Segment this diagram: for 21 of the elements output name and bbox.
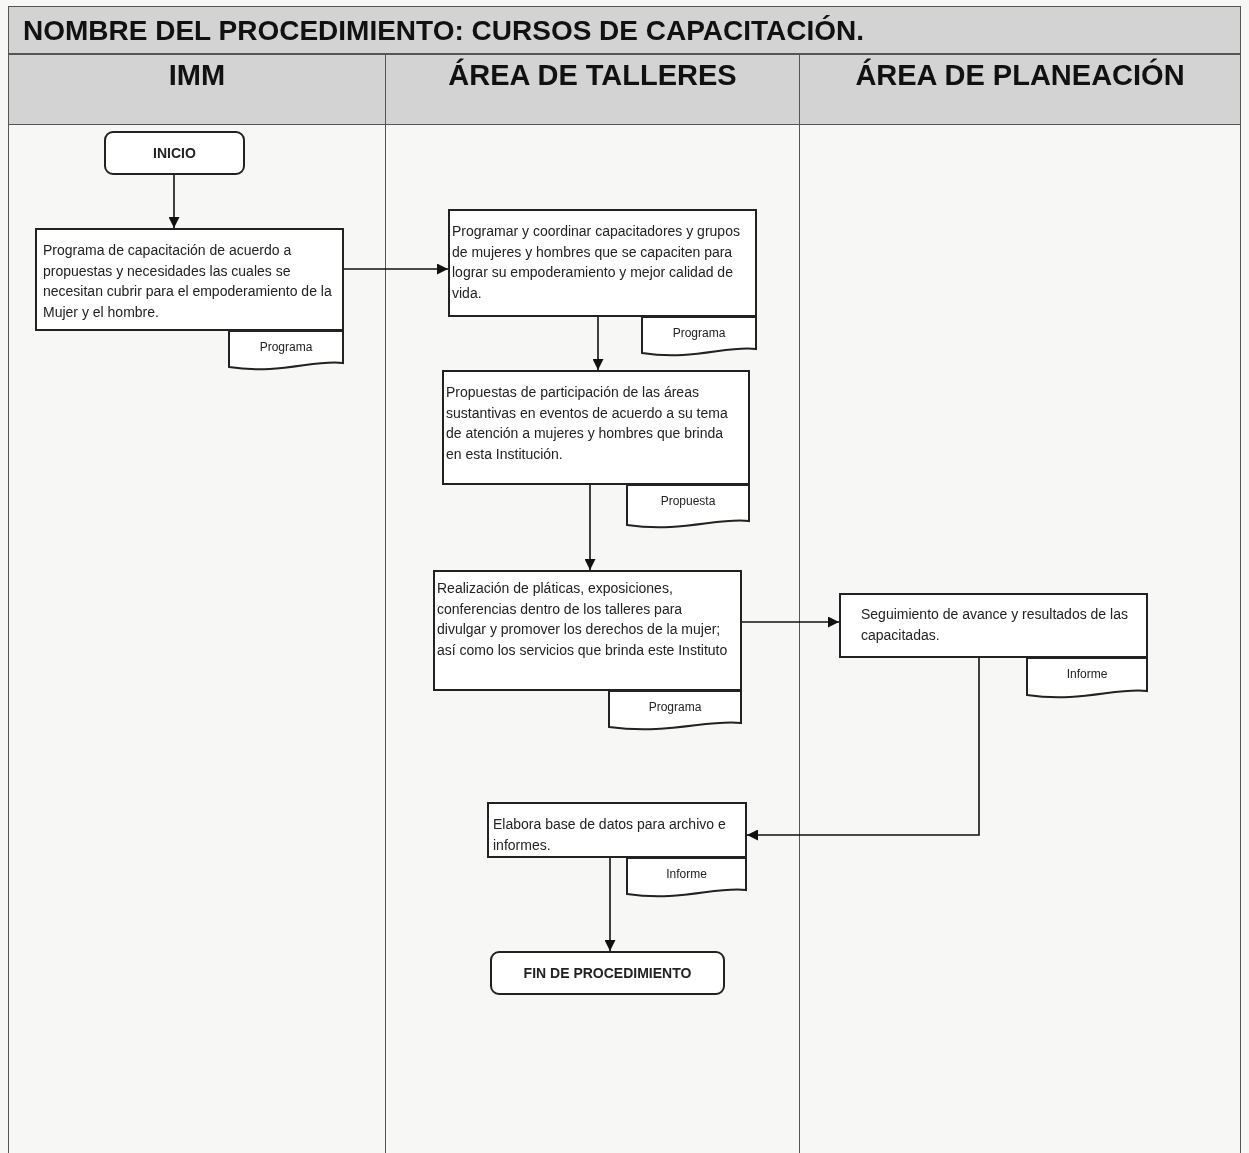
document-shape: Programa [228, 330, 344, 373]
arrow [604, 857, 616, 952]
arrow [592, 316, 604, 371]
arrow [746, 657, 980, 841]
lane-title: ÁREA DE TALLERES [447, 59, 738, 92]
arrow [168, 174, 180, 229]
title: NOMBRE DEL PROCEDIMIENTO: CURSOS DE CAPACITACIÓN. [23, 15, 865, 47]
lane-title: IMM [167, 59, 227, 92]
document-shape: Programa [641, 316, 757, 359]
arrow [343, 263, 449, 275]
arrow [741, 616, 840, 628]
terminal-box: FIN DE PROCEDIMIENTO [490, 951, 725, 995]
terminal-box: INICIO [104, 131, 245, 175]
arrow [584, 484, 596, 571]
document-shape: Propuesta [626, 484, 750, 531]
document-shape: Informe [1026, 657, 1148, 701]
swimlane [799, 54, 1241, 1153]
document-shape: Programa [608, 690, 742, 733]
lane-title: ÁREA DE PLANEACIÓN [854, 59, 1186, 92]
swimlane [8, 54, 386, 1153]
document-shape: Informe [626, 857, 747, 900]
